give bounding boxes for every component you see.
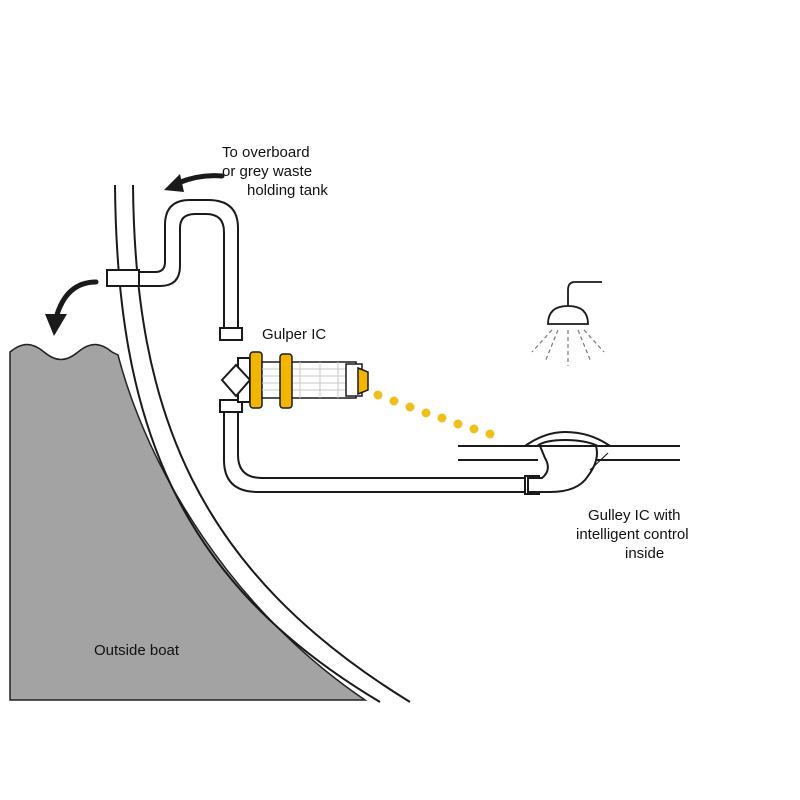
through-hull-fitting <box>106 269 140 287</box>
label-gulper-ic: Gulper IC <box>262 326 326 343</box>
pipe-fitting-lower <box>219 399 243 413</box>
signal-droplets <box>373 390 495 439</box>
gulper-pump <box>220 351 369 409</box>
label-gulley-line1: Gulley IC with <box>588 507 681 524</box>
label-gulley-line3: inside <box>625 545 664 562</box>
gulley-drain <box>521 430 614 493</box>
curved-arrow-icon <box>45 279 99 336</box>
label-overboard-line1: To overboard <box>222 144 310 161</box>
outside-water-area <box>9 343 368 701</box>
label-overboard-line2: or grey waste <box>222 163 312 180</box>
arrow-left-icon <box>164 173 225 192</box>
gulley-leader-line <box>589 452 609 471</box>
discharge-pipe <box>139 199 239 330</box>
shower-head-icon <box>531 281 605 366</box>
pipe-fitting-upper <box>219 327 243 341</box>
label-overboard-line3: holding tank <box>247 182 328 199</box>
label-outside-boat: Outside boat <box>94 642 180 659</box>
suction-pipe <box>223 412 540 495</box>
label-gulley-line2: intelligent control <box>576 526 689 543</box>
